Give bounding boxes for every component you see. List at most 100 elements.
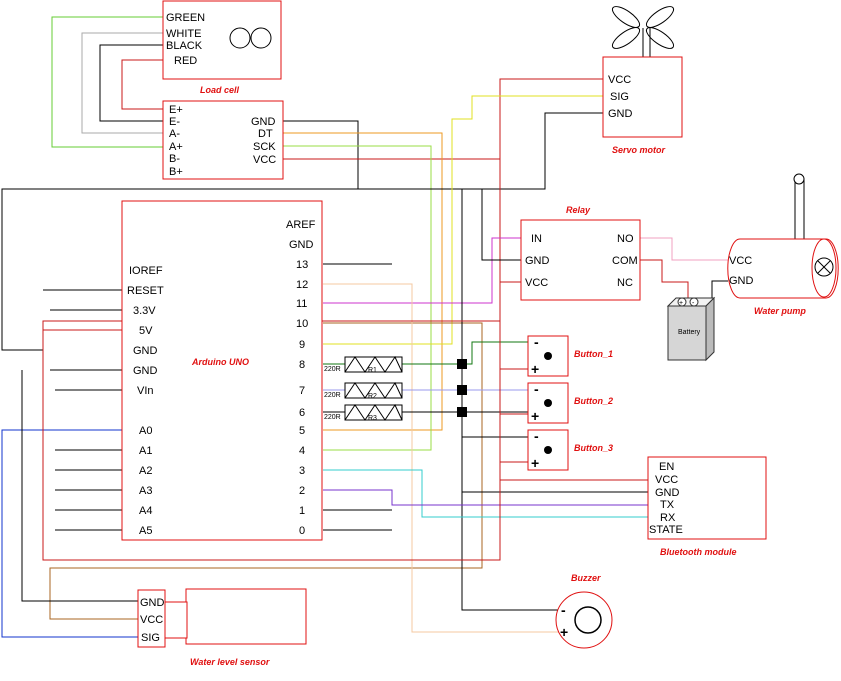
buzzer-caption: Buzzer	[571, 573, 601, 583]
wire-pin10	[49, 322, 483, 620]
pump-caption: Water pump	[754, 306, 806, 316]
junction-dots	[457, 359, 467, 417]
button-1: - + Button_1	[527, 334, 613, 377]
battery-minus: -	[692, 300, 695, 307]
load-cell-caption: Load cell	[200, 85, 240, 95]
arduino-pin: 12	[296, 279, 308, 291]
arduino-pin: A0	[139, 425, 152, 437]
arduino-pin: GND	[289, 239, 314, 251]
wire-pin12	[323, 283, 560, 633]
bluetooth-pin: VCC	[655, 474, 678, 486]
hx711-pin: B+	[169, 166, 183, 178]
hx711-pin: GND	[251, 116, 276, 128]
load-cell-circle-right	[250, 27, 272, 49]
resistor-value: 220R	[324, 414, 341, 421]
arduino-pin: AREF	[286, 219, 316, 231]
pump-pin: VCC	[729, 255, 752, 267]
resistor-r2: 220R R2	[324, 381, 403, 400]
arduino-pin: A1	[139, 445, 152, 457]
arduino-pin: 3.3V	[133, 305, 156, 317]
resistor-r3: 220R R3	[324, 403, 403, 422]
button-3: - + Button_3	[527, 428, 613, 471]
load-cell-wire-label: GREEN	[166, 12, 205, 24]
wire-bt-tx	[323, 489, 648, 506]
resistor-r1: 220R R1	[324, 355, 403, 374]
wire-hx-dt	[283, 132, 443, 431]
hx711-pin: VCC	[253, 154, 276, 166]
arduino-pin: 13	[296, 259, 308, 271]
battery-front	[667, 305, 707, 361]
bluetooth-pin: RX	[660, 512, 676, 524]
arduino-pin: 10	[296, 318, 308, 330]
pump-body	[727, 238, 839, 299]
water-level-sensor: GND VCC SIG Water level sensor	[137, 588, 307, 667]
arduino-pin: 4	[299, 445, 305, 457]
water-pump: VCC GND Water pump	[727, 173, 839, 316]
wire-wls-sig	[1, 429, 163, 638]
servo-pin: VCC	[608, 74, 631, 86]
hx711-pin: B-	[169, 153, 180, 165]
hx711-pin: A+	[169, 141, 183, 153]
arduino-board	[121, 200, 323, 541]
button-caption: Button_3	[574, 443, 613, 453]
button-minus: -	[534, 381, 539, 397]
bluetooth-module: EN VCC GND TX RX STATE Bluetooth module	[647, 456, 767, 557]
load-cell-wire-label: RED	[174, 55, 197, 67]
relay-title: Relay	[566, 205, 591, 215]
wire-wls-gnd	[21, 370, 138, 602]
button-plus: +	[531, 455, 539, 471]
relay-module: Relay IN GND VCC NO COM NC	[520, 205, 641, 301]
water-sensor-pin: SIG	[141, 632, 160, 644]
wire-white	[81, 32, 163, 134]
bluetooth-pin: STATE	[649, 524, 683, 536]
arduino-pin: 6	[299, 407, 305, 419]
battery-plus: +	[679, 300, 683, 307]
arduino-pin: 9	[299, 339, 305, 351]
wire-vcc-bus	[499, 78, 604, 560]
button-plus: +	[531, 408, 539, 424]
buzzer-minus: -	[561, 602, 566, 618]
wire-black	[99, 44, 163, 122]
arduino-right-pins: AREF GND 13 12 11 10 9 8 7 6 5 4 3 2 1 0	[286, 219, 316, 537]
junction-2	[457, 385, 467, 395]
button-minus: -	[534, 428, 539, 444]
wire-relay-no	[640, 237, 728, 261]
arduino-caption: Arduino UNO	[191, 357, 249, 367]
arduino-pin: IOREF	[129, 265, 163, 277]
load-cell-wire-label: WHITE	[166, 28, 201, 40]
wire-relay-in	[323, 237, 523, 304]
resistor-name: R3	[368, 415, 377, 422]
servo-pin: SIG	[610, 91, 629, 103]
pump-pin: GND	[729, 275, 754, 287]
hx711-pin: E-	[169, 116, 180, 128]
arduino-pin: A3	[139, 485, 152, 497]
junction-3	[457, 407, 467, 417]
resistor-name: R2	[368, 393, 377, 400]
water-sensor-pin: GND	[140, 597, 165, 609]
wire-relay-gnd	[481, 189, 523, 261]
arduino-pin: A4	[139, 505, 152, 517]
relay-pin: IN	[531, 233, 542, 245]
fan-icon	[611, 6, 675, 57]
resistor-value: 220R	[324, 392, 341, 399]
servo-motor: VCC SIG GND Servo motor	[602, 6, 683, 155]
arduino-uno: Arduino UNO IOREF RESET 3.3V 5V GND GND …	[42, 200, 501, 561]
hx711-pin: SCK	[253, 141, 276, 153]
battery: + - Battery	[666, 296, 716, 362]
wire-hx-gnd	[283, 120, 359, 189]
arduino-pin: 0	[299, 525, 305, 537]
arduino-pin: GND	[133, 365, 158, 377]
battery-label: Battery	[678, 329, 701, 336]
bluetooth-pin: GND	[655, 487, 680, 499]
bluetooth-pin: EN	[659, 461, 674, 473]
servo-pin: GND	[608, 108, 633, 120]
arduino-pin: A5	[139, 525, 152, 537]
arduino-pin: 11	[296, 298, 307, 310]
relay-pin: COM	[612, 255, 638, 267]
buzzer-plus: +	[560, 624, 568, 640]
wire-red	[121, 59, 163, 110]
hx711-module: E+ E- A- A+ B- B+ GND DT SCK VCC	[162, 100, 284, 180]
buzzer-speaker-icon	[574, 606, 602, 634]
wire-gnd-bus	[1, 112, 604, 351]
